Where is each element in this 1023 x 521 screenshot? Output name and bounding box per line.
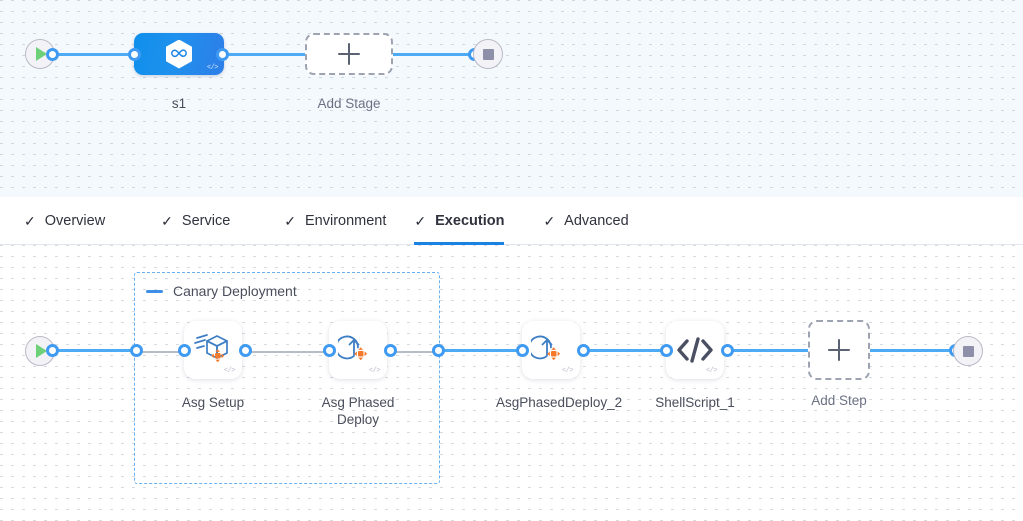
step-node-asg-setup-port-in[interactable]: [178, 344, 191, 357]
exec-group-port-in[interactable]: [130, 344, 143, 357]
step-node-asg-phased-deploy-port-out[interactable]: [384, 344, 397, 357]
step-node-shellscript-1-port-out[interactable]: [721, 344, 734, 357]
step-code-marker: </>: [368, 367, 381, 375]
stage-canvas[interactable]: [0, 0, 1023, 197]
stop-icon: [482, 48, 494, 60]
exec-end-node[interactable]: [953, 336, 983, 366]
stage-end-node[interactable]: [473, 39, 503, 69]
exec-link-shell-to-add: [726, 349, 811, 352]
check-icon: ✓: [161, 212, 173, 229]
step-node-asg-phased-deploy-port-in[interactable]: [323, 344, 336, 357]
step-node-asg-setup[interactable]: </>: [184, 321, 242, 379]
tab-service-label: Service: [181, 212, 231, 229]
step-node-shellscript-1[interactable]: </>: [666, 321, 724, 379]
tab-overview[interactable]: ✓ Overview: [24, 197, 105, 244]
stage-config-tabs: ✓ Overview ✓ Service ✓ Environment ✓ Exe…: [0, 197, 1023, 245]
stage-node-s1-port-out[interactable]: [216, 48, 229, 61]
exec-start-port[interactable]: [46, 344, 59, 357]
play-icon: [36, 47, 47, 61]
step-node-asg-phased-deploy-label: Asg Phased Deploy: [321, 395, 395, 427]
add-step-button[interactable]: [808, 320, 870, 380]
step-node-asgphaseddeploy-2-port-out[interactable]: [577, 344, 590, 357]
tab-environment-label: Environment: [305, 212, 387, 229]
asg-setup-icon: [194, 334, 228, 363]
step-node-asg-phased-deploy[interactable]: </>: [329, 321, 387, 379]
exec-link-asg-setup-to-phased: [245, 351, 329, 353]
tab-advanced-label: Advanced: [564, 212, 629, 229]
step-node-shellscript-1-label: ShellScript_1: [655, 395, 735, 410]
stage-node-s1-port-in[interactable]: [128, 48, 141, 61]
play-icon: [36, 344, 47, 358]
check-icon: ✓: [414, 212, 427, 229]
stage-code-marker: </>: [206, 64, 219, 72]
step-node-asg-setup-port-out[interactable]: [239, 344, 252, 357]
exec-link-add-to-end: [869, 349, 959, 352]
step-node-asgphaseddeploy-2[interactable]: </>: [522, 321, 580, 379]
check-icon: ✓: [284, 212, 296, 229]
tab-environment[interactable]: ✓ Environment: [284, 197, 386, 244]
minus-icon[interactable]: [146, 289, 163, 293]
tab-overview-label: Overview: [44, 212, 106, 229]
asg-phased-deploy-icon: [338, 335, 368, 361]
tab-execution[interactable]: ✓ Execution: [414, 197, 505, 245]
step-node-shellscript-1-port-in[interactable]: [660, 344, 673, 357]
stage-link-start-to-s1: [52, 53, 142, 56]
plus-icon: [338, 43, 360, 65]
stage-link-add-to-end: [390, 53, 485, 56]
stage-start-port[interactable]: [46, 48, 59, 61]
stage-node-s1-label: s1: [171, 96, 187, 111]
step-group-canary-deployment[interactable]: [134, 272, 440, 484]
stop-icon: [962, 345, 974, 357]
add-step-label: Add Step: [811, 393, 867, 408]
exec-link-group-in-to-asg-setup: [140, 351, 184, 353]
exec-link-group-to-asgphased2: [437, 349, 522, 352]
harness-hexagon-icon: [166, 39, 192, 69]
tab-service[interactable]: ✓ Service: [161, 197, 230, 244]
exec-link-asgphased2-to-shell: [582, 349, 667, 352]
step-group-title: Canary Deployment: [173, 283, 297, 299]
step-node-asg-setup-label: Asg Setup: [181, 395, 245, 410]
check-icon: ✓: [543, 212, 556, 229]
exec-link-phased-to-group-out: [390, 351, 438, 353]
tab-execution-label: Execution: [435, 212, 505, 229]
step-code-marker: </>: [223, 367, 236, 375]
step-code-marker: </>: [561, 367, 574, 375]
execution-canvas[interactable]: [0, 245, 1023, 521]
add-stage-button[interactable]: [305, 33, 393, 75]
step-node-asgphaseddeploy-2-port-in[interactable]: [516, 344, 529, 357]
step-code-marker: </>: [705, 367, 718, 375]
tab-advanced[interactable]: ✓ Advanced: [543, 197, 628, 244]
add-stage-label: Add Stage: [317, 96, 381, 111]
plus-icon: [828, 339, 850, 361]
step-node-asgphaseddeploy-2-label: AsgPhasedDeploy_2: [496, 395, 623, 410]
stage-link-s1-to-add: [220, 53, 315, 56]
stage-node-s1[interactable]: </>: [134, 33, 224, 75]
exec-link-start-to-group: [52, 349, 136, 352]
shell-script-icon: [677, 337, 713, 363]
asg-phased-deploy-icon: [531, 335, 561, 361]
step-group-header[interactable]: Canary Deployment: [146, 283, 297, 299]
check-icon: ✓: [24, 212, 36, 229]
exec-group-port-out[interactable]: [432, 344, 445, 357]
